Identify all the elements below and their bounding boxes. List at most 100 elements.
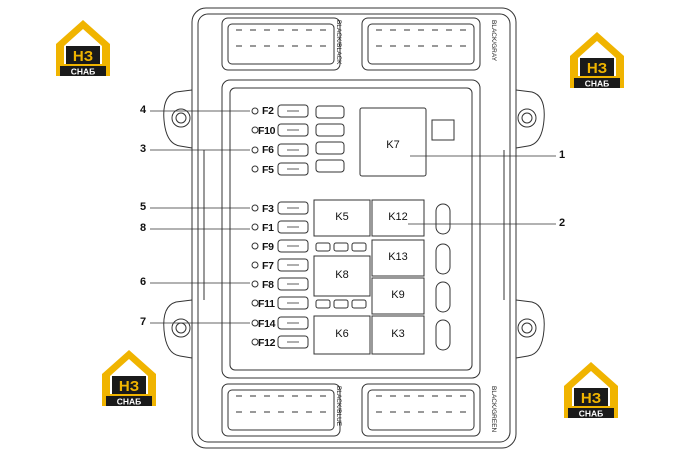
svg-text:СНАБ: СНАБ xyxy=(585,79,610,89)
relay-label-k12: K12 xyxy=(388,211,408,223)
relay-label-k6: K6 xyxy=(335,328,349,340)
logo-icon: НЗ СНАБ xyxy=(570,32,624,89)
fuse-body xyxy=(277,239,309,253)
mount-ear-right-top xyxy=(515,89,545,149)
connector-label-top-right: BLACK/GRAY xyxy=(490,20,497,62)
connector-label-bottom-right: BLACK/GREEN xyxy=(490,386,497,433)
logo-top-left: НЗ СНАБ xyxy=(52,16,114,78)
relay-k12 xyxy=(371,199,425,237)
fuse-marker xyxy=(251,223,259,231)
callout-2: 2 xyxy=(559,217,566,229)
fuse-marker xyxy=(251,280,259,288)
fuse-body xyxy=(277,258,309,272)
relay-k7 xyxy=(359,107,427,177)
callout-8: 8 xyxy=(140,222,147,234)
fuse-label-f8: F8 xyxy=(262,279,274,291)
fuse-label-f6: F6 xyxy=(262,144,274,156)
relay-label-k5: K5 xyxy=(335,211,349,223)
fuse-body xyxy=(277,201,309,215)
fuse-label-f1: F1 xyxy=(262,222,274,234)
housing-outer xyxy=(191,7,517,449)
mount-hole-right-bottom xyxy=(517,318,537,338)
connector-top-left xyxy=(221,17,341,71)
fuse-body xyxy=(277,316,309,330)
svg-text:СНАБ: СНАБ xyxy=(71,67,96,77)
logo-bottom-left: НЗ СНАБ xyxy=(98,346,160,408)
relay-k8 xyxy=(313,255,371,297)
fuse-label-f5: F5 xyxy=(262,164,274,176)
slot-2 xyxy=(435,243,451,275)
logo-icon: НЗ СНАБ xyxy=(102,350,156,407)
connector-label-bottom-left: BLACK/BLUE xyxy=(335,386,342,427)
relay-k5 xyxy=(313,199,371,237)
fuse-label-f2: F2 xyxy=(262,105,274,117)
callout-7: 7 xyxy=(140,316,147,328)
svg-text:НЗ: НЗ xyxy=(587,60,607,77)
svg-text:НЗ: НЗ xyxy=(581,390,601,407)
fuse-label-f7: F7 xyxy=(262,260,274,272)
logo-icon: НЗ СНАБ xyxy=(564,362,618,419)
relay-k9 xyxy=(371,277,425,315)
fuse-body xyxy=(277,335,309,349)
mount-ear-left-bottom xyxy=(163,299,193,359)
connector-bottom-right xyxy=(361,383,481,437)
fuse-body xyxy=(277,143,309,157)
relay-k3 xyxy=(371,315,425,355)
callout-1: 1 xyxy=(559,149,566,161)
slot-1 xyxy=(435,203,451,235)
fuse-label-f14: F14 xyxy=(258,318,276,330)
relay-label-k13: K13 xyxy=(388,251,408,263)
slot-3 xyxy=(435,281,451,313)
callout-5: 5 xyxy=(140,201,147,213)
slot-4 xyxy=(435,319,451,351)
fuse-marker xyxy=(251,204,259,212)
callout-4: 4 xyxy=(140,104,147,116)
logo-icon: НЗ СНАБ xyxy=(56,20,110,77)
fuse-marker xyxy=(251,242,259,250)
fuse-marker xyxy=(251,107,259,115)
fuse-marker xyxy=(251,126,259,134)
fuse-marker xyxy=(251,338,259,346)
svg-text:СНАБ: СНАБ xyxy=(579,409,604,419)
relay-label-k7: K7 xyxy=(386,139,400,151)
fuse-label-f10: F10 xyxy=(258,125,276,137)
connector-label-top-left: BLACK/BLACK xyxy=(335,20,342,65)
svg-text:СНАБ: СНАБ xyxy=(117,397,142,407)
logo-top-right: НЗ СНАБ xyxy=(566,28,628,90)
mount-hole-left-bottom xyxy=(171,318,191,338)
fuse-marker xyxy=(251,299,259,307)
mount-hole-left-top xyxy=(171,108,191,128)
mount-hole-right-top xyxy=(517,108,537,128)
connector-bottom-left xyxy=(221,383,341,437)
fuse-body xyxy=(277,296,309,310)
housing-inner xyxy=(197,13,511,443)
fuse-marker xyxy=(251,319,259,327)
mount-ear-right-bottom xyxy=(515,299,545,359)
relay-label-k9: K9 xyxy=(391,289,405,301)
fuse-label-f3: F3 xyxy=(262,203,274,215)
svg-text:НЗ: НЗ xyxy=(119,378,139,395)
fuse-body xyxy=(277,123,309,137)
fuse-body xyxy=(277,104,309,118)
callout-3: 3 xyxy=(140,143,147,155)
relay-label-k3: K3 xyxy=(391,328,405,340)
relay-k13 xyxy=(371,239,425,277)
fuse-marker xyxy=(251,146,259,154)
logo-bottom-right: НЗ СНАБ xyxy=(560,358,622,420)
callout-6: 6 xyxy=(140,276,147,288)
fuse-body xyxy=(277,277,309,291)
connector-top-right xyxy=(361,17,481,71)
relay-k6 xyxy=(313,315,371,355)
fuse-label-f11: F11 xyxy=(258,298,275,310)
fuse-marker xyxy=(251,165,259,173)
fuse-label-f9: F9 xyxy=(262,241,274,253)
fuse-marker xyxy=(251,261,259,269)
relay-label-k8: K8 xyxy=(335,269,349,281)
small-square xyxy=(431,119,455,141)
svg-text:НЗ: НЗ xyxy=(73,48,93,65)
fuse-label-f12: F12 xyxy=(258,337,276,349)
mount-ear-left-top xyxy=(163,89,193,149)
fuse-body xyxy=(277,220,309,234)
